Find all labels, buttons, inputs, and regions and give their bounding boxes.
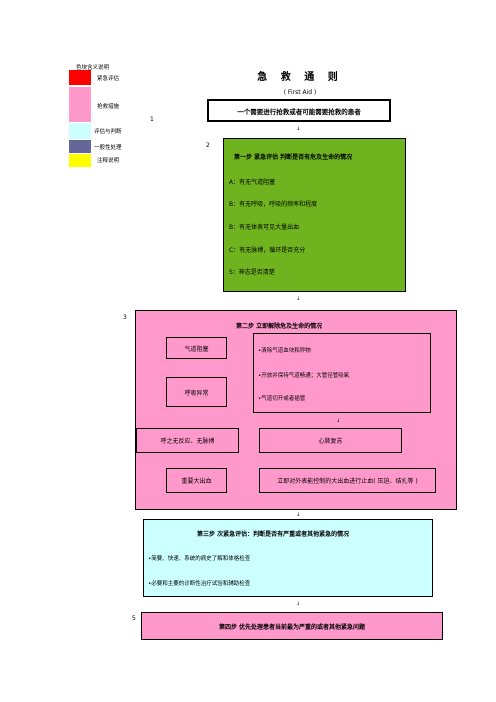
legend-swatch-red: [69, 70, 91, 85]
page-title: 急 救 通 则: [257, 72, 343, 83]
step-number-1: 1: [150, 116, 154, 123]
legend-swatch-yellow: [69, 154, 91, 167]
legend-label-judge: 评估与判断: [94, 129, 122, 135]
arrow-icon: ↓: [296, 126, 301, 132]
legend-swatch-cyan: [69, 123, 91, 139]
step1-line-bleeding: B：有无体表可见大量出血: [229, 224, 300, 231]
arrow-icon: ↓: [296, 512, 301, 518]
legend-label-note: 注释说明: [97, 158, 120, 164]
legend-label-assess: 紧急评估: [97, 76, 120, 82]
no-response-box: 呼之无反应、无脉搏: [136, 428, 239, 453]
step1-box: 第一步 紧急评估 判断是否有危及生命的情况 A：有无气道阻塞 B：有无呼吸，呼吸…: [223, 138, 406, 292]
legend-label-rescue: 抢救措施: [97, 104, 120, 110]
step1-line-consciousness: S：神志是否清楚: [229, 269, 275, 276]
step2-heading: 第二步 立即解除危及生命的情况: [236, 323, 323, 330]
step1-line-breathing: B：有无呼吸，呼吸的频率和程度: [229, 201, 318, 208]
arrow-icon: ↓: [296, 296, 301, 302]
step3-box: 第三步 次紧急评估：判断是否有严重或者其他紧急的情况 •简要、快速、系统的病史了…: [143, 519, 433, 597]
step-number-2: 2: [206, 142, 210, 149]
arrow-icon: ↓: [336, 418, 341, 424]
step1-heading: 第一步 紧急评估 判断是否有危及生命的情况: [234, 154, 353, 161]
legend-title: 色块含义说明: [76, 65, 110, 71]
legend-swatch-pink: [69, 87, 91, 122]
patient-box: 一个需要进行抢救或者可能需要抢救的患者: [207, 99, 391, 122]
major-bleeding-box: 重要大出血: [166, 468, 227, 493]
step3-line-history: •简要、快速、系统的病史了解和体格检查: [148, 556, 251, 562]
action-open-airway: •开放并保持气道畅通；大管径管吸氧: [258, 373, 350, 379]
step-number-3: 3: [123, 314, 127, 321]
step-number-5: 5: [132, 615, 136, 622]
action-intubation: •气道切开或者插管: [258, 396, 306, 402]
step3-line-tests: •必要和主要的诊断性治疗试验和辅助检查: [148, 581, 251, 587]
step1-line-airway: A：有无气道阻塞: [229, 179, 276, 186]
legend-label-general: 一般性处理: [94, 145, 122, 151]
step4-box: 第四步 优先处理患者当前最为严重的或者其他紧急问题: [141, 612, 443, 640]
step3-heading: 第三步 次紧急评估：判断是否有严重或者其他紧急的情况: [197, 531, 350, 538]
breathing-abnormal-box: 呼吸异常: [166, 377, 227, 407]
airway-actions-box: •清除气道血块和异物 •开放并保持气道畅通；大管径管吸氧 •气道切开或者插管: [253, 333, 431, 413]
step2-box: 第二步 立即解除危及生命的情况 气道阻塞 呼吸异常 •清除气道血块和异物 •开放…: [135, 310, 457, 510]
step1-line-circulation: C：有无脉搏，循环是否充分: [229, 247, 306, 254]
airway-obstruction-box: 气道阻塞: [166, 337, 227, 359]
page-subtitle: ( First Aid ): [283, 89, 317, 96]
arrow-icon: ↓: [296, 601, 301, 607]
legend-swatch-blue: [69, 140, 91, 153]
hemostasis-box: 立即对外表能控制的大出血进行止血( 压迫、结扎等 ): [259, 468, 436, 493]
action-clear-airway: •清除气道血块和异物: [258, 348, 311, 354]
cpr-box: 心肺复苏: [259, 428, 402, 453]
